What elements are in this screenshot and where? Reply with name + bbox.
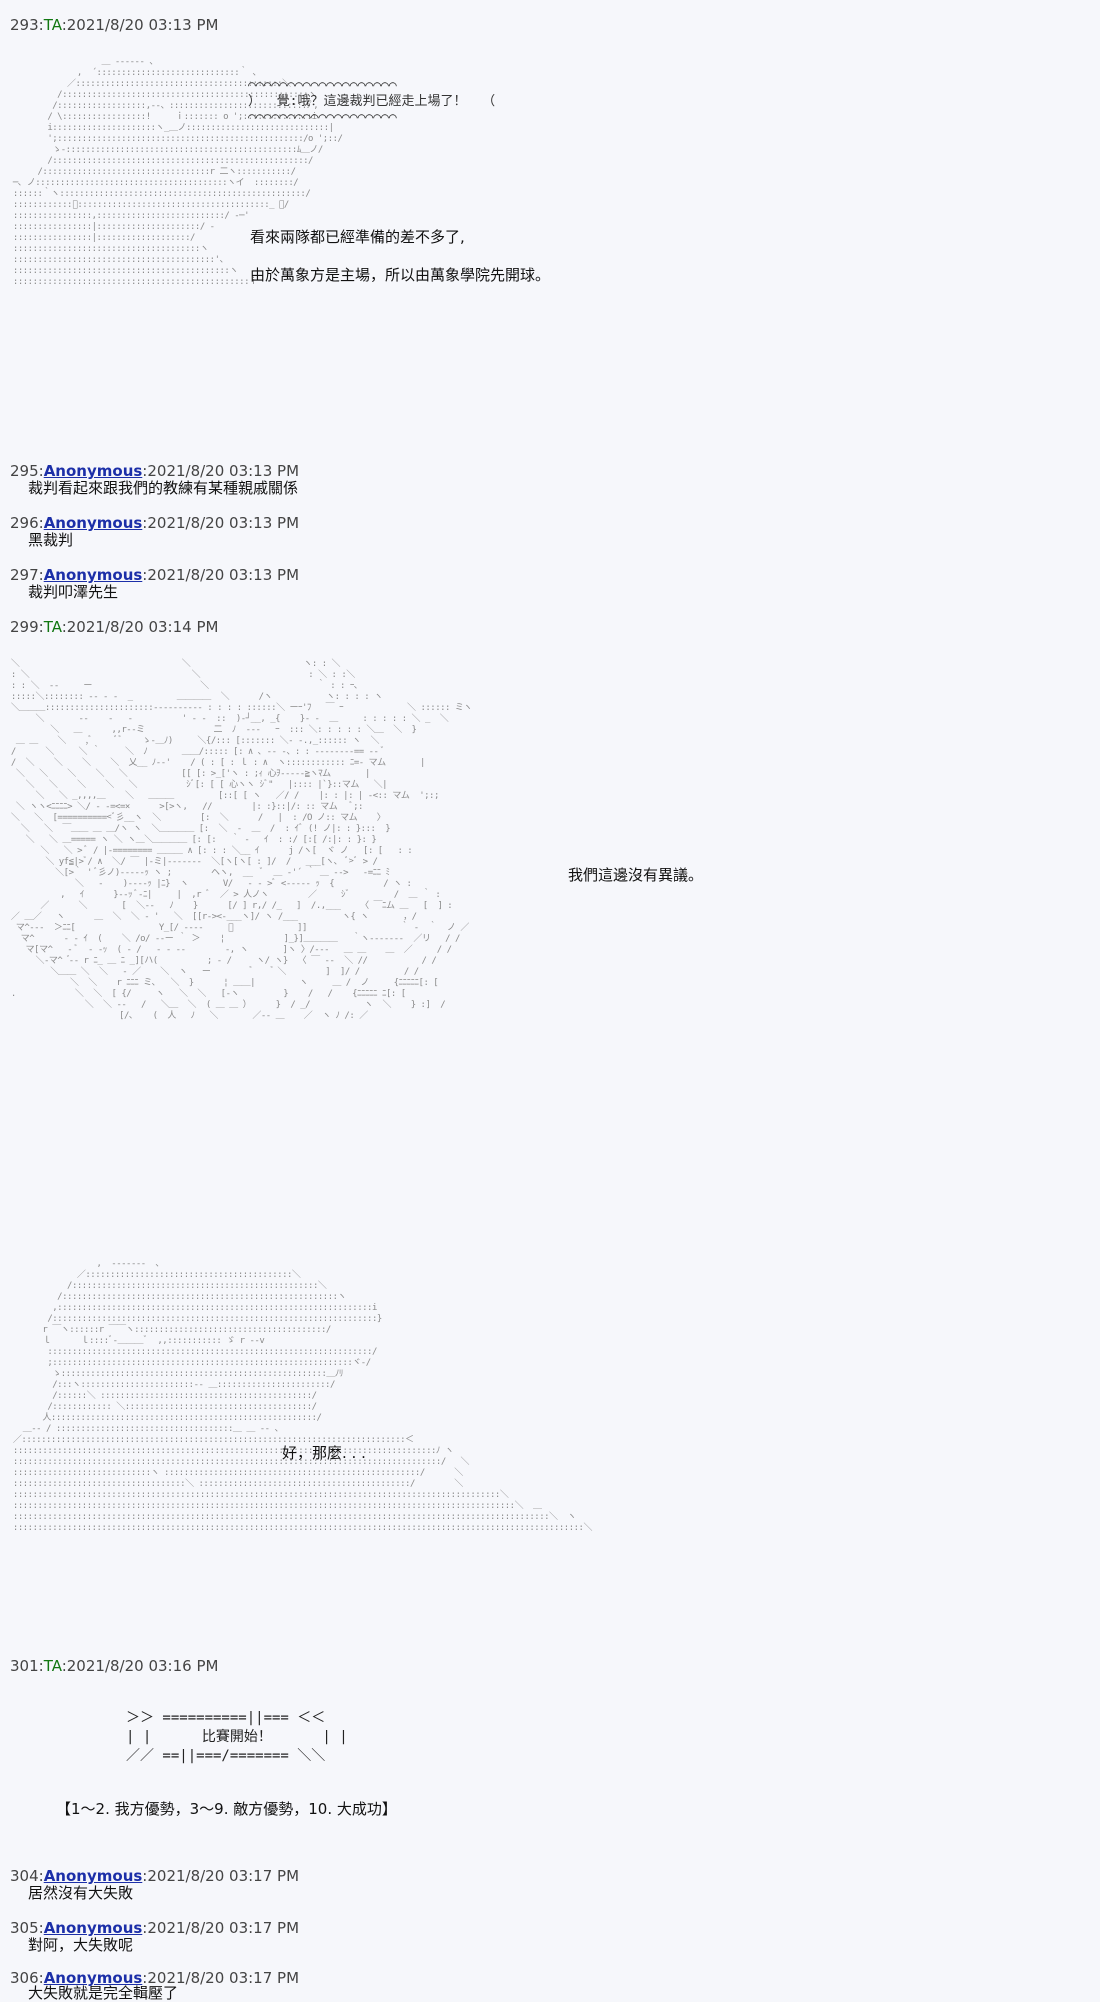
post-date: 2021/8/20 03:13 PM xyxy=(147,462,300,480)
poster-name: TA xyxy=(43,1657,62,1675)
post-number[interactable]: 304 xyxy=(10,1867,39,1885)
post-number[interactable]: 306 xyxy=(10,1969,39,1987)
poster-name-link[interactable]: Anonymous xyxy=(43,1969,143,1987)
ascii-art-character: ＿ -‐‐‐‐‐ 、 , ´::::::::::::::::::::::::::… xyxy=(12,57,343,287)
post-body: 居然沒有大失敗 xyxy=(28,1884,134,1902)
post-date: 2021/8/20 03:17 PM xyxy=(147,1969,300,1987)
post-date: 2021/8/20 03:13 PM xyxy=(66,16,219,34)
post-number[interactable]: 305 xyxy=(10,1919,39,1937)
post-header: 301:TA:2021/8/20 03:16 PM xyxy=(10,1657,219,1675)
post-header: 295:Anonymous:2021/8/20 03:13 PM xyxy=(10,462,300,480)
post-header: 305:Anonymous:2021/8/20 03:17 PM xyxy=(10,1919,300,1937)
poster-name-link[interactable]: Anonymous xyxy=(43,1919,143,1937)
poster-name: TA xyxy=(43,16,62,34)
post-body: 黑裁判 xyxy=(28,531,74,549)
post-header: 297:Anonymous:2021/8/20 03:13 PM xyxy=(10,566,300,584)
post-date: 2021/8/20 03:17 PM xyxy=(147,1919,300,1937)
match-start-banner: ＞＞ ==========||=== ＜＜ | | 比賽開始！ | | ／／ =… xyxy=(126,1710,348,1764)
poster-name: TA xyxy=(43,618,62,636)
narration-line: 由於萬象方是主場，所以由萬象學院先開球。 xyxy=(250,266,551,284)
post-header: 293:TA:2021/8/20 03:13 PM xyxy=(10,16,219,34)
post-header: 304:Anonymous:2021/8/20 03:17 PM xyxy=(10,1867,300,1885)
post-body: 大失敗就是完全輯壓了 xyxy=(28,1984,179,2002)
poster-name-link[interactable]: Anonymous xyxy=(43,462,143,480)
narration-line: 看來兩隊都已經準備的差不多了, xyxy=(250,228,465,246)
poster-name-link[interactable]: Anonymous xyxy=(43,514,143,532)
post-body: 裁判看起來跟我們的教練有某種親戚關係 xyxy=(28,479,299,497)
post-date: 2021/8/20 03:13 PM xyxy=(147,566,300,584)
post-header: 306:Anonymous:2021/8/20 03:17 PM xyxy=(10,1969,300,1987)
poster-name-link[interactable]: Anonymous xyxy=(43,566,143,584)
post-number[interactable]: 295 xyxy=(10,462,39,480)
dice-result-legend: 【1～2. 我方優勢，3～9. 敵方優勢，10. 大成功】 xyxy=(56,1800,397,1818)
post-body: 對阿，大失敗呢 xyxy=(28,1936,134,1954)
post-date: 2021/8/20 03:17 PM xyxy=(147,1867,300,1885)
post-date: 2021/8/20 03:14 PM xyxy=(66,618,219,636)
post-date: 2021/8/20 03:16 PM xyxy=(66,1657,219,1675)
post-header: 296:Anonymous:2021/8/20 03:13 PM xyxy=(10,514,300,532)
speech-bubble: ⌒⌒⌒⌒⌒⌒⌒⌒⌒⌒⌒⌒⌒⌒⌒⌒⌒⌒⌒ ） 覺:哦？這邊裁判已經走上場了！ （ … xyxy=(248,78,496,125)
post-number[interactable]: 293 xyxy=(10,16,39,34)
ascii-art-character: , ‐‐‐‐‐‐‐ ､ ／:::::::::::::::::::::::::::… xyxy=(12,1259,593,1533)
post-header: 299:TA:2021/8/20 03:14 PM xyxy=(10,618,219,636)
post-number[interactable]: 296 xyxy=(10,514,39,532)
post-number[interactable]: 299 xyxy=(10,618,39,636)
dialogue-line: 我們這邊沒有異議。 xyxy=(568,866,704,884)
post-number[interactable]: 301 xyxy=(10,1657,39,1675)
post-number[interactable]: 297 xyxy=(10,566,39,584)
dialogue-line: 好，那麼. . . xyxy=(282,1444,366,1462)
post-date: 2021/8/20 03:13 PM xyxy=(147,514,300,532)
ascii-art-team: ＼ ＼ ヽ: : ＼ : ＼ ＼ : ＼ : :＼ : : ＼ ‐‐ ー ＼ ｀… xyxy=(10,659,472,1021)
post-body: 裁判叩澤先生 xyxy=(28,583,119,601)
poster-name-link[interactable]: Anonymous xyxy=(43,1867,143,1885)
